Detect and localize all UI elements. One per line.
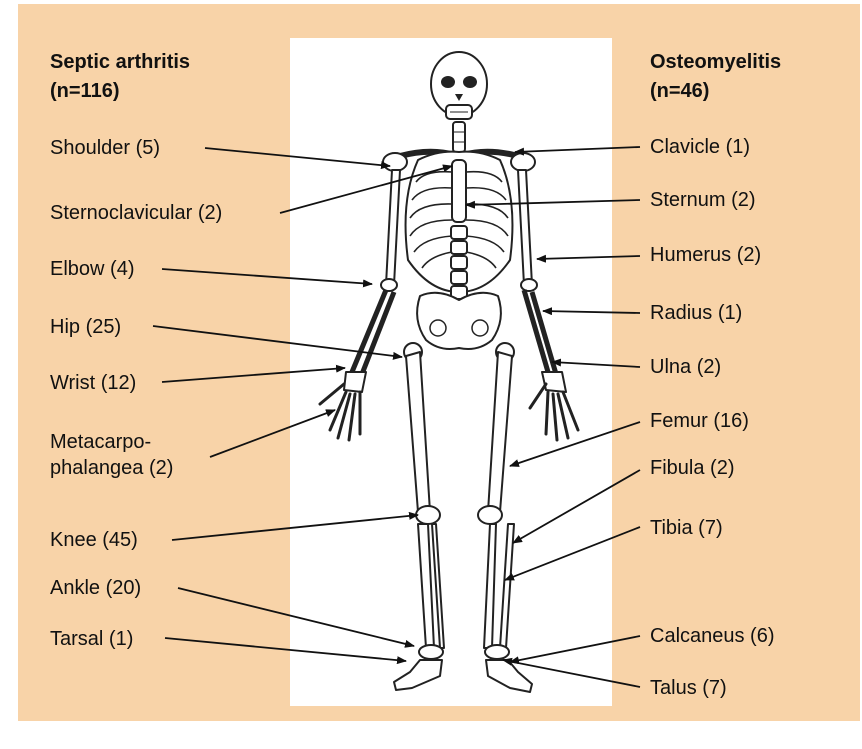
label-metacarpophalangea-line2: phalangea (2) bbox=[50, 455, 173, 481]
elbow-pointer bbox=[162, 269, 372, 284]
label-hip: Hip (25) bbox=[50, 314, 121, 340]
label-sternoclavicular: Sternoclavicular (2) bbox=[50, 200, 222, 226]
wrist-pointer bbox=[162, 368, 345, 382]
label-calcaneus: Calcaneus (6) bbox=[650, 623, 775, 649]
septic-arthritis-header: Septic arthritis (n=116) bbox=[50, 48, 190, 106]
label-knee: Knee (45) bbox=[50, 527, 138, 553]
osteomyelitis-header: Osteomyelitis (n=46) bbox=[650, 48, 781, 106]
ankle-pointer bbox=[178, 588, 414, 646]
label-elbow: Elbow (4) bbox=[50, 256, 134, 282]
label-femur: Femur (16) bbox=[650, 408, 749, 434]
osteomyelitis-title: Osteomyelitis bbox=[650, 48, 781, 77]
label-radius: Radius (1) bbox=[650, 300, 742, 326]
septic-arthritis-count: (n=116) bbox=[50, 77, 190, 106]
left-patella bbox=[416, 506, 440, 524]
pelvis bbox=[417, 293, 501, 349]
label-talus: Talus (7) bbox=[650, 675, 727, 701]
osteomyelitis-count: (n=46) bbox=[650, 77, 781, 106]
label-fibula: Fibula (2) bbox=[650, 455, 734, 481]
lumbar-spine bbox=[451, 226, 467, 299]
femur-pointer bbox=[510, 422, 640, 466]
tarsal-pointer bbox=[165, 638, 406, 661]
sternum bbox=[452, 160, 466, 222]
label-ankle: Ankle (20) bbox=[50, 575, 141, 601]
radius-pointer bbox=[543, 311, 640, 313]
humerus-pointer bbox=[537, 256, 640, 259]
label-tarsal: Tarsal (1) bbox=[50, 626, 133, 652]
shoulder-pointer bbox=[205, 148, 390, 166]
label-humerus: Humerus (2) bbox=[650, 242, 761, 268]
knee-pointer bbox=[172, 515, 418, 540]
skeleton-illustration bbox=[320, 52, 578, 692]
left-shoulder bbox=[383, 153, 407, 171]
fibula-pointer bbox=[513, 470, 640, 543]
right-patella bbox=[478, 506, 502, 524]
clavicle-pointer bbox=[515, 147, 640, 152]
right-shoulder bbox=[511, 153, 535, 171]
left-arm bbox=[320, 170, 400, 440]
label-sternum: Sternum (2) bbox=[650, 187, 756, 213]
metacarpophalangea-pointer bbox=[210, 410, 335, 457]
calcaneus-pointer bbox=[510, 636, 640, 662]
label-metacarpophalangea-line1: Metacarpo- bbox=[50, 429, 173, 455]
label-metacarpophalangea: Metacarpo- phalangea (2) bbox=[50, 429, 173, 481]
label-ulna: Ulna (2) bbox=[650, 354, 721, 380]
label-wrist: Wrist (12) bbox=[50, 370, 136, 396]
label-clavicle: Clavicle (1) bbox=[650, 134, 750, 160]
septic-arthritis-title: Septic arthritis bbox=[50, 48, 190, 77]
ulna-pointer bbox=[552, 362, 640, 367]
cervical-spine bbox=[453, 122, 465, 152]
right-arm bbox=[518, 170, 578, 440]
label-shoulder: Shoulder (5) bbox=[50, 135, 160, 161]
label-tibia: Tibia (7) bbox=[650, 515, 723, 541]
right-leg bbox=[478, 343, 532, 692]
